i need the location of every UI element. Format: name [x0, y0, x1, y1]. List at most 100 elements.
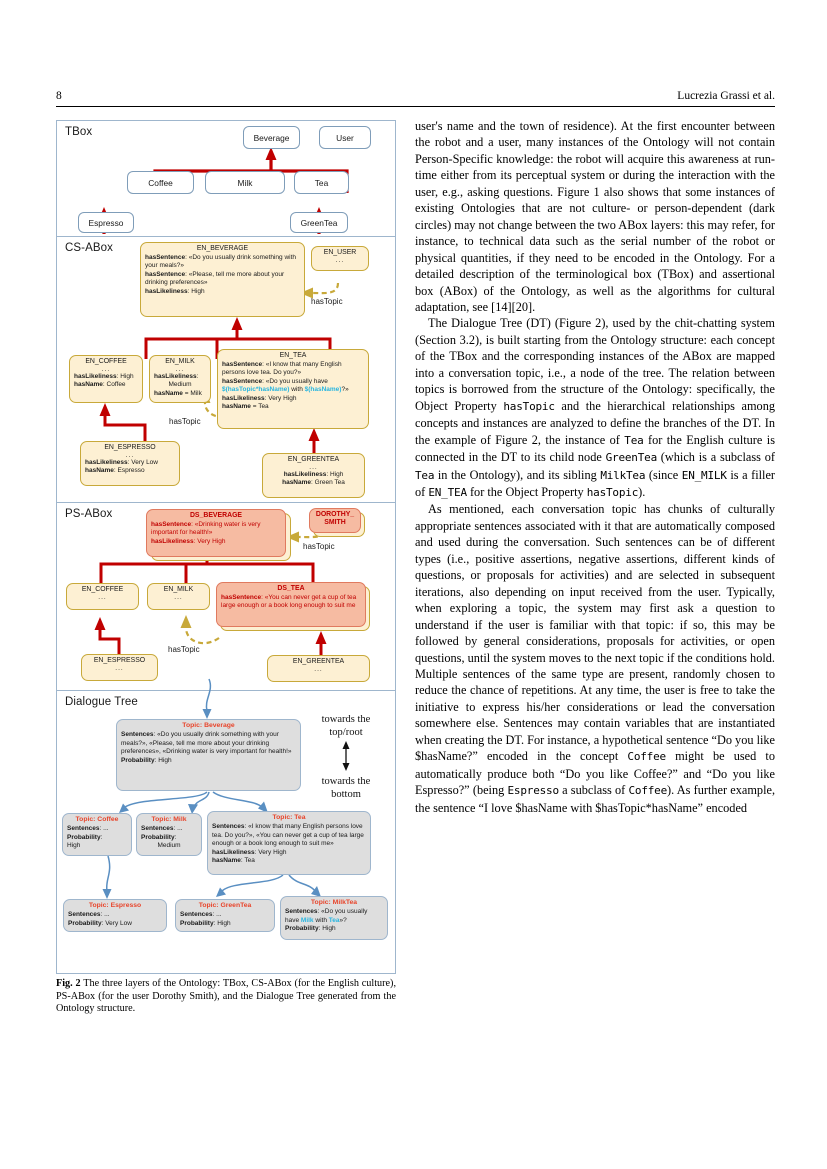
- tbox-node-tea[interactable]: Tea: [294, 171, 349, 194]
- cs-en-beverage-line2: hasSentence: «Please, tell me more about…: [145, 271, 300, 288]
- ps-abox-en-milk[interactable]: EN_MILK ...: [147, 583, 210, 610]
- ps-abox-en-coffee[interactable]: EN_COFFEE ...: [66, 583, 139, 610]
- body-column: user's name and the town of residence). …: [415, 118, 775, 816]
- key: hasLikeliness: [154, 372, 197, 380]
- val: : Espresso: [113, 467, 145, 475]
- cs-en-coffee-line2: hasName: Coffee: [74, 381, 138, 389]
- val: : Green Tea: [311, 479, 345, 487]
- cs-en-tea-line4: hasName = Tea: [222, 403, 364, 411]
- figure-caption-label: Fig. 2: [56, 978, 81, 989]
- cs-abox-en-espresso[interactable]: EN_ESPRESSO ... hasLikeliness: Very Low …: [80, 441, 180, 486]
- dt-node-greentea[interactable]: Topic: GreenTea Sentences: ... Probabili…: [175, 899, 275, 932]
- dt-node-beverage[interactable]: Topic: Beverage Sentences: «Do you usual…: [116, 719, 301, 791]
- tbox-node-greentea[interactable]: GreenTea: [290, 212, 348, 233]
- cs-abox-en-tea[interactable]: EN_TEA hasSentence: «I know that many En…: [217, 349, 369, 429]
- cs-en-milk-line1b: Medium: [168, 381, 192, 389]
- cs-abox-en-coffee[interactable]: EN_COFFEE ... hasLikeliness: High hasNam…: [69, 355, 143, 403]
- ps-en-milk-dots: ...: [174, 593, 183, 601]
- running-head-authors: Lucrezia Grassi et al.: [677, 90, 775, 102]
- ps-abox-en-espresso[interactable]: EN_ESPRESSO ...: [81, 654, 158, 681]
- tbox-node-espresso[interactable]: Espresso: [78, 212, 134, 233]
- key: Sentences: [67, 825, 100, 832]
- ps-abox-ds-beverage[interactable]: DS_BEVERAGE hasSentence: «Drinking water…: [146, 509, 286, 557]
- mid: with: [313, 916, 329, 924]
- code: hasTopic: [586, 485, 639, 499]
- seg: in the Ontology), and its sibling: [434, 467, 601, 482]
- tbox-node-milk[interactable]: Milk: [205, 171, 285, 194]
- key: hasSentence: [145, 270, 186, 278]
- val: : High: [116, 372, 134, 380]
- cs-abox-en-beverage[interactable]: EN_BEVERAGE hasSentence: «Do you usually…: [140, 242, 305, 317]
- cs-en-espresso-dots: ...: [125, 451, 135, 459]
- key: hasLikeliness: [74, 372, 117, 380]
- dt-node-espresso[interactable]: Topic: Espresso Sentences: ... Probabili…: [63, 899, 167, 932]
- cs-en-greentea-line1: hasLikeliness: High: [267, 471, 360, 479]
- key: hasLikeliness: [283, 470, 327, 478]
- val: : «I know that many English persons love…: [222, 360, 342, 377]
- key: hasName: [282, 479, 312, 487]
- ps-en-espresso-title: EN_ESPRESSO: [93, 657, 146, 664]
- key: Probability: [180, 919, 214, 927]
- dt-coffee-line2: Probability:: [67, 834, 127, 843]
- cs-en-espresso-title: EN_ESPRESSO: [104, 444, 156, 451]
- val: : Coffee: [102, 381, 126, 389]
- code: Coffee: [628, 784, 668, 798]
- ps-abox-ds-tea[interactable]: DS_TEA hasSentence: «You can never get a…: [216, 582, 366, 627]
- code: Espresso: [507, 784, 560, 798]
- key: hasSentence: [222, 377, 263, 385]
- dt-milktea-line2: Probability: High: [285, 925, 383, 934]
- tbox-node-user[interactable]: User: [319, 126, 371, 149]
- key: hasName: [212, 857, 241, 864]
- cs-en-greentea-title: EN_GREENTEA: [287, 456, 340, 463]
- cs-en-coffee-title: EN_COFFEE: [85, 358, 127, 365]
- dt-milk-line2b: Medium: [157, 842, 181, 849]
- tbox-node-coffee[interactable]: Coffee: [127, 171, 194, 194]
- key: hasLikeliness: [85, 458, 128, 466]
- running-head: 8 Lucrezia Grassi et al.: [56, 90, 775, 102]
- val: : «I know that many English persons love…: [212, 823, 364, 847]
- ps-ds-tea-title: DS_TEA: [277, 585, 305, 592]
- ps-ds-beverage-title: DS_BEVERAGE: [189, 512, 243, 519]
- body-paragraph-2: The Dialogue Tree (DT) (Figure 2), used …: [415, 315, 775, 501]
- code: hasTopic: [503, 399, 555, 413]
- body-paragraph-1: user's name and the town of residence). …: [415, 119, 775, 314]
- val: : Tea: [240, 857, 255, 864]
- dt-node-coffee[interactable]: Topic: Coffee Sentences: ... Probability…: [62, 813, 132, 856]
- tbox-node-beverage[interactable]: Beverage: [243, 126, 300, 149]
- key: hasSentence: [221, 593, 262, 601]
- cs-abox-en-milk[interactable]: EN_MILK ... hasLikeliness: Medium hasNam…: [149, 355, 211, 403]
- figure-caption: Fig. 2 The three layers of the Ontology:…: [56, 978, 396, 1016]
- seg: (since: [645, 467, 682, 482]
- seg: a subclass of: [558, 783, 629, 798]
- ps-has-topic-label-2: hasTopic: [168, 645, 200, 654]
- seg: (which is a subclass of: [657, 450, 775, 465]
- val: : Very High: [254, 848, 287, 856]
- cs-en-milk-title: EN_MILK: [165, 358, 195, 365]
- ps-abox-dorothy-smith[interactable]: DOROTHY_ SMITH: [309, 508, 361, 533]
- dt-espresso-line2: Probability: Very Low: [68, 920, 162, 929]
- ps-en-greentea-title: EN_GREENTEA: [292, 658, 345, 665]
- cs-abox-en-user[interactable]: EN_USER ...: [311, 246, 369, 271]
- seg: might be used to automatically produce b…: [415, 749, 775, 798]
- cs-en-coffee-line1: hasLikeliness: High: [74, 373, 138, 381]
- key: Probability: [141, 833, 175, 841]
- dt-node-tea[interactable]: Topic: Tea Sentences: «I know that many …: [207, 811, 371, 875]
- val: :: [174, 833, 177, 841]
- cs-en-tea-var1: $(hasTopic*hasName): [222, 386, 290, 394]
- dt-node-milk[interactable]: Topic: Milk Sentences: ... Probability: …: [136, 813, 202, 856]
- val: : ...: [100, 911, 110, 918]
- dt-coffee-title: Topic: Coffee: [75, 816, 119, 823]
- dt-node-milktea[interactable]: Topic: MilkTea Sentences: «Do you usuall…: [280, 896, 388, 940]
- layer-title-cs-abox: CS-ABox: [65, 242, 113, 254]
- dt-tea-line3: hasName: Tea: [212, 857, 366, 866]
- figure-caption-text: The three layers of the Ontology: TBox, …: [56, 978, 396, 1015]
- cs-en-tea-var2: $(hasName): [304, 386, 342, 394]
- layer-title-ps-abox: PS-ABox: [65, 508, 113, 520]
- ps-en-espresso-dots: ...: [115, 664, 124, 672]
- ps-dorothy-line2: SMITH: [324, 519, 346, 527]
- val: = Milk: [182, 389, 202, 397]
- val: : «Please, tell me more about your drink…: [145, 270, 285, 287]
- ps-ds-beverage-line1: hasSentence: «Drinking water is very imp…: [151, 521, 281, 538]
- ps-abox-en-greentea[interactable]: EN_GREENTEA ...: [267, 655, 370, 682]
- cs-abox-en-greentea[interactable]: EN_GREENTEA ... hasLikeliness: High hasN…: [262, 453, 365, 498]
